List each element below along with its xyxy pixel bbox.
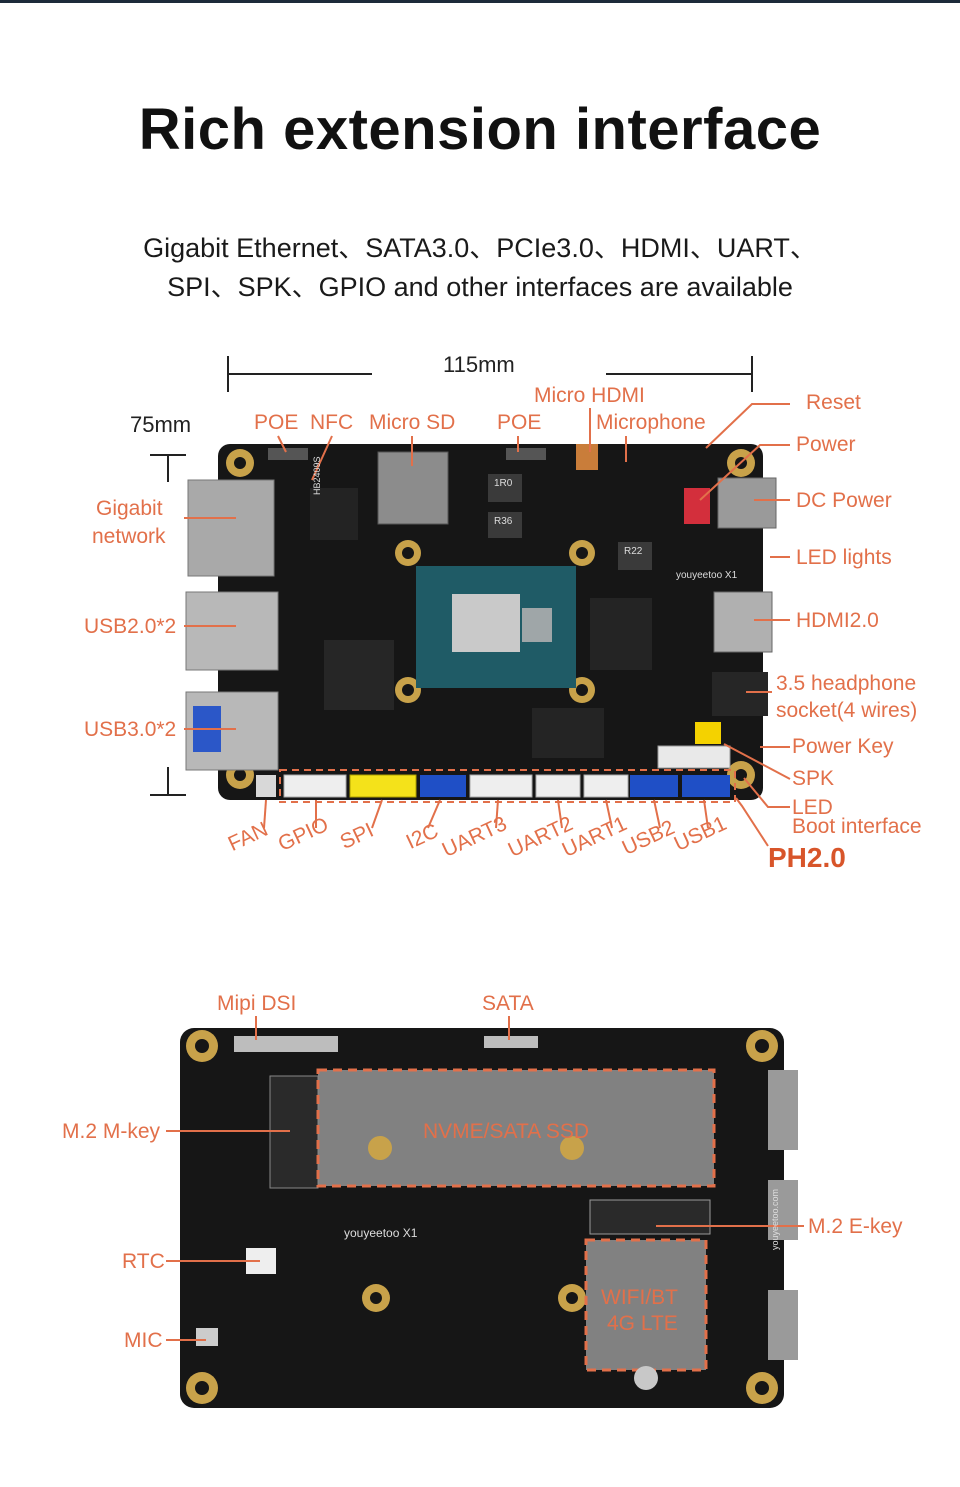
silkscreen-chip4: R22 xyxy=(624,546,643,557)
label-rtc: RTC xyxy=(122,1250,165,1273)
label-boot-interface: Boot interface xyxy=(792,815,922,838)
height-dimension: 75mm xyxy=(130,412,192,437)
label-micro-sd: Micro SD xyxy=(369,411,456,434)
label-wifi-bt: WIFI/BT xyxy=(601,1286,678,1309)
silkscreen-chip1: HB2409S xyxy=(312,456,322,495)
label-dc-power: DC Power xyxy=(796,489,892,512)
label-microphone: Microphone xyxy=(596,411,706,434)
label-led: LED xyxy=(792,796,833,819)
label-headphone-1: 3.5 headphone xyxy=(776,672,917,695)
label-mic: MIC xyxy=(124,1329,163,1352)
subtitle-line-1: Gigabit Ethernet、SATA3.0、PCIe3.0、HDMI、UA… xyxy=(143,233,817,263)
label-sata: SATA xyxy=(482,992,534,1015)
label-headphone-2: socket(4 wires) xyxy=(776,699,918,722)
label-ph2: PH2.0 xyxy=(768,842,846,873)
label-micro-hdmi: Micro HDMI xyxy=(534,384,645,407)
label-led-lights: LED lights xyxy=(796,546,892,569)
label-power-key: Power Key xyxy=(792,735,894,758)
top-board xyxy=(185,444,777,803)
label-poe-2: POE xyxy=(497,411,542,434)
subtitle-line-2: SPI、SPK、GPIO and other interfaces are av… xyxy=(167,272,793,302)
label-gigabit-2: network xyxy=(92,525,166,548)
label-nfc: NFC xyxy=(310,411,354,434)
label-usb3: USB3.0*2 xyxy=(84,718,177,741)
label-4g-lte: 4G LTE xyxy=(607,1312,678,1335)
bottom-board xyxy=(180,1028,798,1408)
label-power: Power xyxy=(796,433,856,456)
bottom-leader-lines xyxy=(166,1016,804,1341)
page-title: Rich extension interface xyxy=(138,97,822,162)
width-dimension: 115mm xyxy=(443,352,515,377)
label-spk: SPK xyxy=(792,767,835,790)
top-leader-lines xyxy=(184,403,791,847)
silkscreen-chip2: 1R0 xyxy=(494,478,513,489)
dimension-lines xyxy=(150,356,753,796)
label-gigabit-1: Gigabit xyxy=(96,497,163,520)
silkscreen-chip3: R36 xyxy=(494,516,513,527)
silkscreen-site: youyeetoo.com xyxy=(770,1188,780,1250)
label-hdmi: HDMI2.0 xyxy=(796,609,879,632)
label-m2-mkey: M.2 M-key xyxy=(62,1120,161,1143)
label-poe-1: POE xyxy=(254,411,299,434)
label-m2-ekey: M.2 E-key xyxy=(808,1215,903,1238)
label-nvme-ssd: NVME/SATA SSD xyxy=(423,1120,590,1143)
silkscreen-brand: youyeetoo X1 xyxy=(676,570,738,581)
top-border-line xyxy=(0,0,960,3)
label-mipi-dsi: Mipi DSI xyxy=(217,992,297,1015)
silkscreen-brand-bottom: youyeetoo X1 xyxy=(344,1226,418,1240)
label-reset: Reset xyxy=(806,391,861,414)
label-usb2: USB2.0*2 xyxy=(84,615,177,638)
